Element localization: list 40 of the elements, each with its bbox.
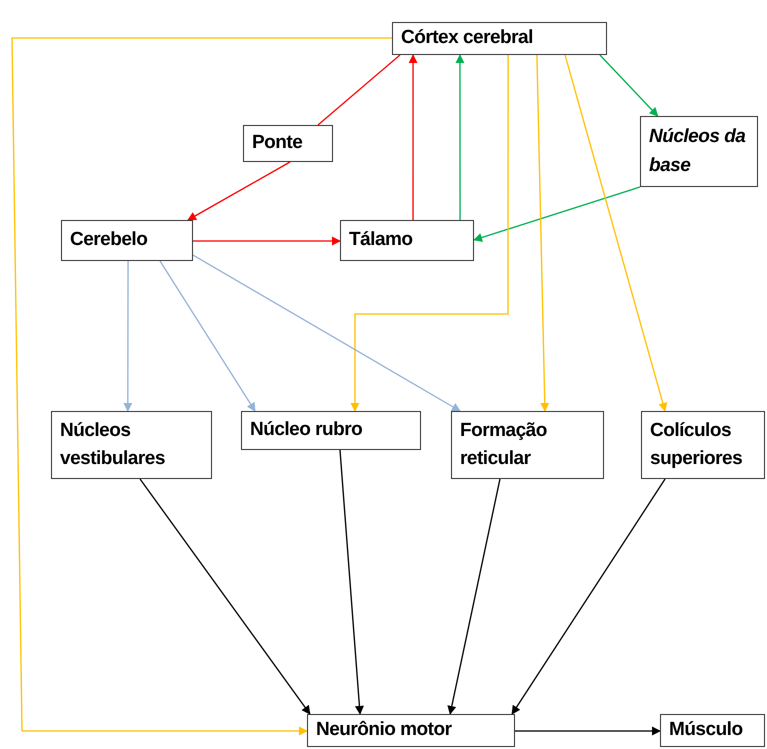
arrow <box>536 54 550 412</box>
process-box <box>241 411 421 450</box>
process-box <box>61 220 193 261</box>
arrow <box>515 726 661 736</box>
node-label: Núcleo rubro <box>250 418 364 442</box>
arrow <box>123 261 132 412</box>
node-label: Colículos superiores <box>650 418 744 471</box>
arrow <box>159 260 256 412</box>
arrow <box>192 254 461 412</box>
process-box <box>340 220 474 261</box>
node-label: Ponte <box>252 131 304 156</box>
node-label: Córtex cerebral <box>401 26 534 50</box>
process-box <box>51 411 212 479</box>
arrow <box>512 478 666 715</box>
arrow <box>564 54 668 412</box>
process-box <box>392 22 607 55</box>
arrow <box>193 236 341 246</box>
node-label: Cerebelo <box>70 228 148 252</box>
node-label: Neurônio motor <box>316 718 453 742</box>
process-box <box>307 714 515 747</box>
arrow <box>350 55 509 412</box>
arrow <box>140 478 310 715</box>
process-box <box>451 411 604 479</box>
node-label: Músculo <box>669 718 744 742</box>
process-box <box>641 411 765 479</box>
arrow <box>187 161 290 221</box>
arrow <box>447 478 501 715</box>
node-label: Tálamo <box>349 228 414 252</box>
node-label: Núcleos vestibulares <box>60 418 166 471</box>
arrow <box>339 450 364 715</box>
node-label: Formação reticular <box>460 418 548 471</box>
node-label: Núcleos da base <box>649 125 746 178</box>
process-box <box>243 125 333 162</box>
arrow <box>599 54 658 117</box>
arrow <box>408 54 418 220</box>
arrow <box>473 186 640 242</box>
process-box <box>640 116 758 187</box>
process-box <box>660 714 765 747</box>
arrow <box>11 37 392 736</box>
arrow <box>455 54 464 220</box>
